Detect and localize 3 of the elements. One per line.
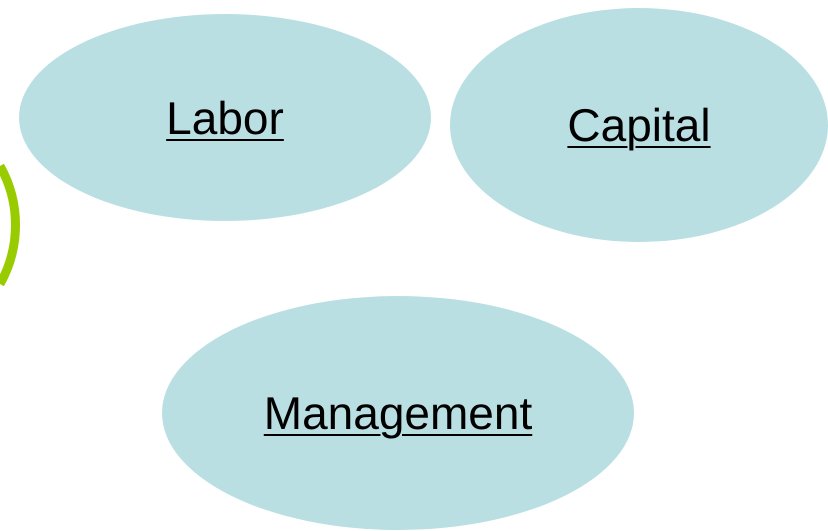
node-label: Capital xyxy=(567,98,711,152)
node-label: Labor xyxy=(166,90,284,144)
node-label: Management xyxy=(264,386,532,440)
